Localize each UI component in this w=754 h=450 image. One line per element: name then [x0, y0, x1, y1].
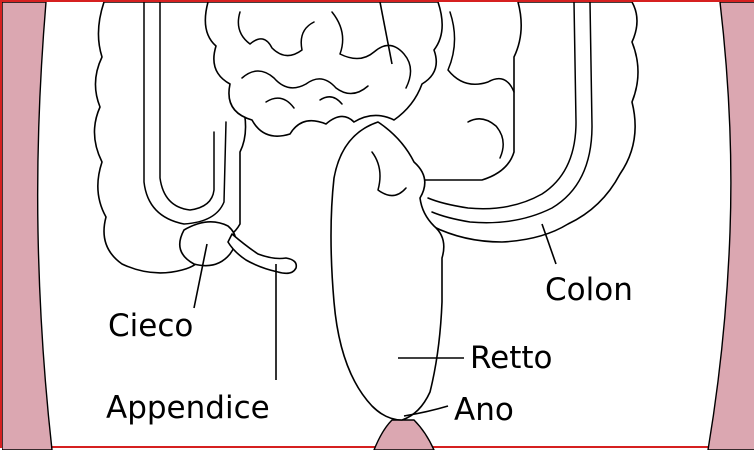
body-wall-left: [2, 2, 52, 450]
label-colon: Colon: [545, 272, 633, 308]
label-anus: Ano: [454, 392, 514, 428]
label-cecum: Cieco: [108, 308, 193, 344]
appendix: [228, 234, 296, 273]
pelvic-floor: [374, 420, 434, 450]
small-intestine: [205, 2, 442, 136]
body-wall-right: [708, 2, 754, 450]
label-rectum: Retto: [470, 340, 553, 376]
label-appendix: Appendice: [106, 390, 270, 426]
transverse-fold: [448, 12, 514, 158]
rectum: [331, 122, 444, 420]
cecum: [180, 222, 236, 266]
